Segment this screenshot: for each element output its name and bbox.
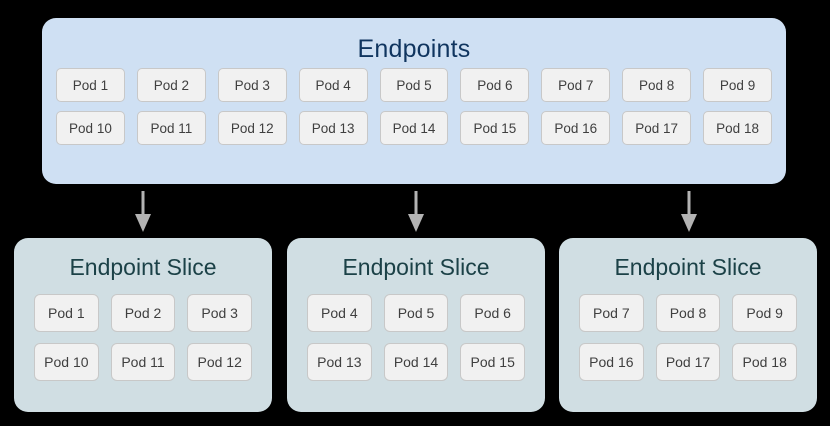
endpoint-slice-pod-row-1: Pod 4 Pod 5 Pod 6: [307, 294, 526, 332]
pod-chip: Pod 15: [460, 111, 530, 145]
endpoint-slice-title: Endpoint Slice: [614, 254, 762, 280]
pod-chip: Pod 3: [217, 68, 287, 102]
pod-chip: Pod 6: [460, 68, 530, 102]
pod-chip: Pod 13: [298, 111, 368, 145]
endpoint-slice-pod-row-2: Pod 13 Pod 14 Pod 15: [307, 343, 526, 381]
pod-chip: Pod 14: [383, 343, 449, 381]
pod-chip: Pod 12: [187, 343, 253, 381]
endpoints-pod-row-2: Pod 10 Pod 11 Pod 12 Pod 13 Pod 14 Pod 1…: [56, 111, 773, 145]
pod-chip: Pod 9: [732, 294, 798, 332]
endpoint-slice-pod-grid: Pod 7 Pod 8 Pod 9 Pod 16 Pod 17 Pod 18: [579, 294, 798, 392]
pod-chip: Pod 4: [307, 294, 372, 332]
pod-chip: Pod 9: [703, 68, 773, 102]
pod-chip: Pod 16: [579, 343, 644, 381]
pod-chip: Pod 8: [622, 68, 692, 102]
pod-chip: Pod 17: [622, 111, 692, 145]
pod-chip: Pod 11: [136, 111, 206, 145]
endpoint-slice-container-2: Endpoint Slice Pod 4 Pod 5 Pod 6 Pod 13 …: [287, 238, 545, 412]
pod-chip: Pod 15: [460, 343, 526, 381]
arrow-down-icon: [405, 191, 427, 233]
endpoint-slice-container-1: Endpoint Slice Pod 1 Pod 2 Pod 3 Pod 10 …: [14, 238, 272, 412]
pod-chip: Pod 17: [655, 343, 721, 381]
endpoints-container: Endpoints Pod 1 Pod 2 Pod 3 Pod 4 Pod 5 …: [42, 18, 786, 184]
endpoint-slice-pod-grid: Pod 1 Pod 2 Pod 3 Pod 10 Pod 11 Pod 12: [34, 294, 253, 392]
pod-chip: Pod 16: [541, 111, 611, 145]
pod-chip: Pod 14: [379, 111, 449, 145]
pod-chip: Pod 10: [56, 111, 125, 145]
pod-chip: Pod 8: [655, 294, 721, 332]
pod-chip: Pod 4: [298, 68, 368, 102]
pod-chip: Pod 1: [56, 68, 125, 102]
endpoints-title: Endpoints: [357, 35, 471, 63]
endpoint-slice-title: Endpoint Slice: [69, 254, 217, 280]
pod-chip: Pod 6: [460, 294, 526, 332]
pod-chip: Pod 18: [732, 343, 798, 381]
endpoint-slice-pod-grid: Pod 4 Pod 5 Pod 6 Pod 13 Pod 14 Pod 15: [307, 294, 526, 392]
arrow-down-icon: [678, 191, 700, 233]
endpoint-slice-pod-row-2: Pod 10 Pod 11 Pod 12: [34, 343, 253, 381]
endpoint-slice-pod-row-1: Pod 1 Pod 2 Pod 3: [34, 294, 253, 332]
endpoints-pod-grid: Pod 1 Pod 2 Pod 3 Pod 4 Pod 5 Pod 6 Pod …: [56, 68, 773, 154]
pod-chip: Pod 13: [307, 343, 372, 381]
pod-chip: Pod 5: [379, 68, 449, 102]
pod-chip: Pod 2: [110, 294, 176, 332]
endpoint-slice-title: Endpoint Slice: [342, 254, 490, 280]
pod-chip: Pod 1: [34, 294, 99, 332]
pod-chip: Pod 10: [34, 343, 99, 381]
pod-chip: Pod 11: [110, 343, 176, 381]
pod-chip: Pod 3: [187, 294, 253, 332]
pod-chip: Pod 7: [579, 294, 644, 332]
endpoints-pod-row-1: Pod 1 Pod 2 Pod 3 Pod 4 Pod 5 Pod 6 Pod …: [56, 68, 773, 102]
endpoint-slice-container-3: Endpoint Slice Pod 7 Pod 8 Pod 9 Pod 16 …: [559, 238, 817, 412]
pod-chip: Pod 12: [217, 111, 287, 145]
pod-chip: Pod 18: [703, 111, 773, 145]
pod-chip: Pod 5: [383, 294, 449, 332]
endpoint-slice-pod-row-2: Pod 16 Pod 17 Pod 18: [579, 343, 798, 381]
endpoint-slice-pod-row-1: Pod 7 Pod 8 Pod 9: [579, 294, 798, 332]
arrow-down-icon: [132, 191, 154, 233]
pod-chip: Pod 2: [136, 68, 206, 102]
pod-chip: Pod 7: [541, 68, 611, 102]
